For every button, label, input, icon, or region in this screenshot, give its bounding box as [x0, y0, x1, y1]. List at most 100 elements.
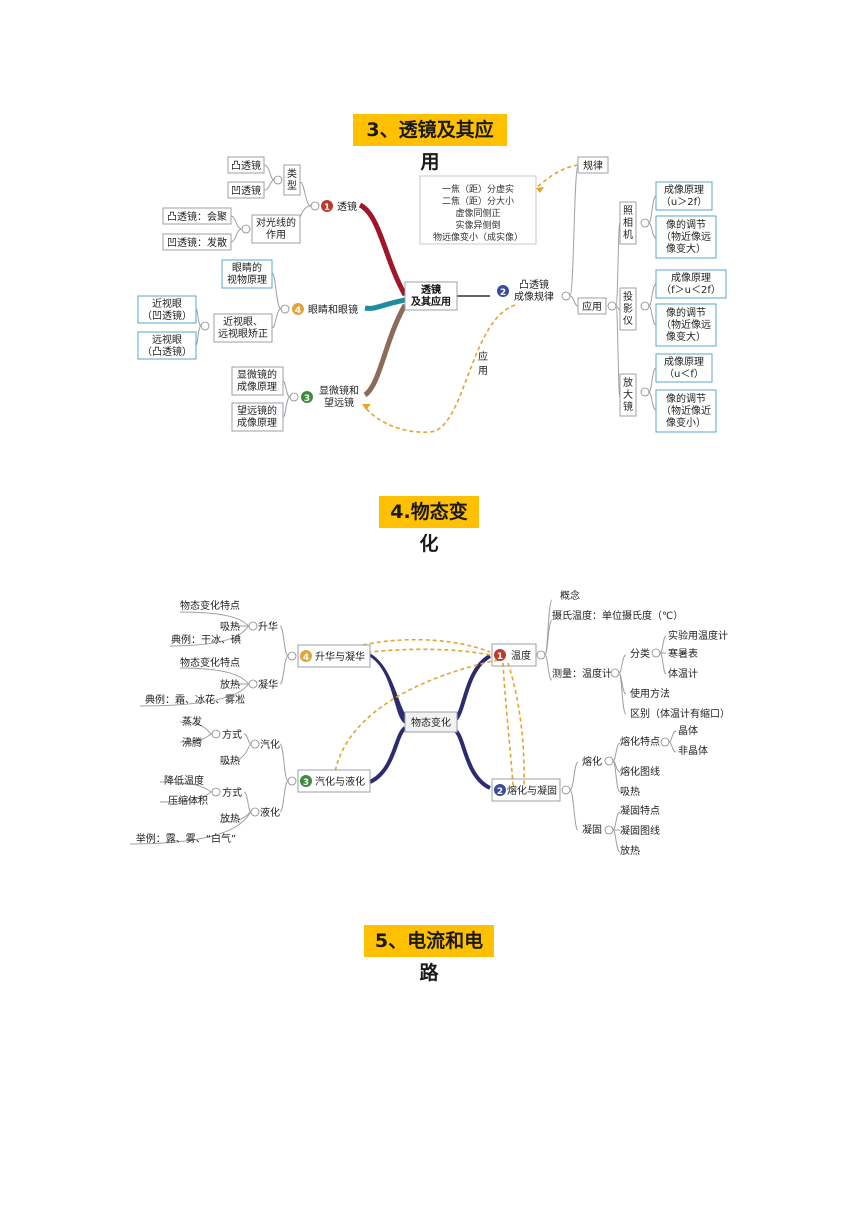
- matter-b3-label: 汽化与液化: [315, 775, 365, 788]
- matter-solidification: 凝固: [582, 824, 602, 836]
- matter-solid-item-1: 凝固特点: [620, 805, 660, 817]
- collapse-icon[interactable]: [287, 651, 297, 661]
- collapse-icon[interactable]: [248, 621, 258, 631]
- matter-liq-method-2: 压缩体积: [168, 794, 208, 807]
- collapse-icon[interactable]: [604, 756, 614, 766]
- lens-projector-adjust-2: （物近像远: [661, 318, 711, 331]
- lens-telescope-2: 成像原理: [237, 417, 277, 429]
- collapse-icon[interactable]: [200, 321, 210, 331]
- matter-solid-item-3: 放热: [620, 844, 640, 857]
- matter-measure: 测量：温度计: [552, 667, 612, 680]
- lens-myopia-1: 近视眼: [152, 297, 182, 310]
- collapse-icon[interactable]: [248, 679, 258, 689]
- collapse-icon[interactable]: [250, 739, 260, 749]
- lens-b2-label-2: 成像规律: [514, 290, 554, 303]
- lens-light-1: 对光线的: [256, 216, 296, 229]
- collapse-icon[interactable]: [211, 729, 221, 739]
- matter-diff: 区别（体温计有缩口）: [630, 707, 730, 720]
- lens-eye-1: 眼睛的: [232, 261, 262, 274]
- collapse-icon[interactable]: [607, 301, 617, 311]
- matter-concept: 概念: [560, 589, 580, 602]
- collapse-icon[interactable]: [604, 825, 614, 835]
- lens-hyperopia-2: （凸透镜）: [142, 345, 192, 358]
- lens-camera-adjust-1: 像的调节: [666, 218, 706, 231]
- lens-rule-3: 虚像同侧正: [455, 207, 500, 219]
- collapse-icon[interactable]: [651, 648, 661, 658]
- section-heading-circuit: 5、电流和电路: [364, 925, 494, 984]
- collapse-icon[interactable]: [660, 737, 670, 747]
- lens-eye-2: 视物原理: [227, 273, 267, 286]
- lens-apply: 应用: [582, 300, 602, 313]
- collapse-icon[interactable]: [640, 301, 650, 311]
- lens-light-2: 作用: [266, 229, 286, 241]
- lens-b4-num: 4: [295, 306, 301, 316]
- lens-b3-label-1: 显微镜和: [319, 384, 359, 397]
- matter-sublimation: 升华: [258, 620, 278, 633]
- lens-projector-1: 投: [623, 290, 633, 303]
- lens-camera-3: 机: [623, 228, 633, 241]
- matter-sub-item-3: 典例：干冰、碘: [171, 633, 241, 646]
- collapse-icon[interactable]: [287, 776, 297, 786]
- lens-telescope-1: 望远镜的: [237, 404, 277, 417]
- lens-projector-adjust-3: 像变大）: [666, 330, 706, 343]
- matter-center: 物态变化: [411, 716, 451, 729]
- lens-b3-label-2: 望远镜: [324, 396, 354, 409]
- lens-b4-label: 眼睛和眼镜: [308, 303, 358, 316]
- lens-rule-5: 物远像变小（成实像）: [433, 231, 523, 243]
- lens-projector-3: 仪: [623, 315, 633, 327]
- matter-b2-num: 2: [497, 787, 503, 797]
- lens-center-node: [404, 281, 458, 311]
- lens-b1-label: 透镜: [337, 200, 357, 213]
- matter-kind-2: 寒暑表: [668, 647, 698, 660]
- matter-b4-label: 升华与凝华: [315, 650, 365, 663]
- lens-magnifier-3: 镜: [623, 400, 633, 413]
- section-heading-matter: 4.物态变化: [379, 496, 479, 555]
- lens-hyperopia-1: 远视眼: [152, 333, 182, 346]
- lens-dashed-apply-2: 用: [478, 366, 488, 377]
- lens-projector-principle-2: （f＞u＜2f）: [661, 284, 721, 296]
- collapse-icon[interactable]: [273, 175, 283, 185]
- lens-projector-principle-1: 成像原理: [671, 272, 711, 284]
- section-heading-lens: 3、透镜及其应用: [353, 114, 507, 173]
- collapse-icon[interactable]: [289, 392, 299, 402]
- lens-magnifier-adjust-3: 像变小）: [666, 416, 706, 429]
- collapse-icon[interactable]: [640, 387, 650, 397]
- lens-rule-1: 一焦（距）分虚实: [442, 183, 514, 195]
- collapse-icon[interactable]: [241, 224, 251, 234]
- matter-vaporization: 汽化: [260, 738, 280, 751]
- lens-projector-2: 影: [623, 303, 633, 315]
- collapse-icon[interactable]: [310, 201, 320, 211]
- matter-vap-method-2: 沸腾: [182, 736, 202, 749]
- matter-crystal: 晶体: [678, 725, 698, 737]
- collapse-icon[interactable]: [250, 807, 260, 817]
- matter-melt-heat: 吸热: [620, 785, 640, 798]
- lens-b2-num-circle: [497, 285, 509, 297]
- lens-rule-4: 实像异侧倒: [455, 219, 500, 231]
- lens-convex-effect: 凸透镜：会聚: [167, 210, 227, 223]
- collapse-icon[interactable]: [211, 787, 221, 797]
- lens-magnifier-1: 放: [623, 376, 633, 389]
- matter-celsius: 摄氏温度：单位摄氏度（℃）: [552, 609, 683, 622]
- lens-convex: 凸透镜: [231, 159, 261, 172]
- matter-sub-item-1: 物态变化特点: [180, 599, 240, 612]
- collapse-icon[interactable]: [536, 650, 546, 660]
- matter-liquefaction: 液化: [260, 806, 280, 819]
- lens-rules-box: [419, 175, 537, 245]
- lens-concave: 凹透镜: [231, 184, 261, 197]
- lens-magnifier-principle-2: （u＜f）: [664, 368, 704, 380]
- collapse-icon[interactable]: [561, 291, 571, 301]
- matter-desublimation: 凝华: [258, 678, 278, 691]
- matter-b1-num: 1: [497, 652, 503, 662]
- matter-desub-item-1: 物态变化特点: [180, 656, 240, 669]
- collapse-icon[interactable]: [610, 668, 620, 678]
- lens-camera-principle-1: 成像原理: [664, 184, 704, 196]
- lens-type-label-2: 型: [287, 179, 297, 192]
- lens-rule: 规律: [583, 159, 603, 172]
- collapse-icon[interactable]: [280, 304, 290, 314]
- matter-liq-method: 方式: [222, 786, 242, 799]
- collapse-icon[interactable]: [561, 785, 571, 795]
- lens-correction-2: 远视眼矫正: [218, 327, 268, 340]
- matter-vap-method-1: 蒸发: [182, 715, 202, 728]
- collapse-icon[interactable]: [640, 218, 650, 228]
- matter-liq-example: 举例：露、雾、“白气”: [136, 832, 236, 845]
